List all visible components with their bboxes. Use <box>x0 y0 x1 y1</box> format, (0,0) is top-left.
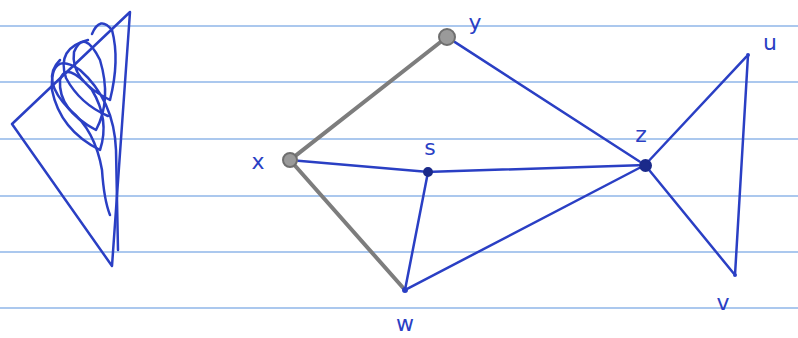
graph-edge <box>735 57 748 273</box>
graph-edge <box>408 168 640 289</box>
vertex-label: w <box>396 313 414 335</box>
graph-edge <box>649 170 734 273</box>
graph-edge <box>298 161 423 172</box>
scribbled-triangle <box>12 12 130 266</box>
graph-vertex <box>733 273 737 277</box>
vertex-label: x <box>251 151 264 173</box>
graph-vertex <box>639 159 652 172</box>
graph-edge <box>455 42 640 162</box>
vertex-label: v <box>716 292 729 314</box>
vertex-label: s <box>424 137 435 159</box>
vertex-label: z <box>635 124 647 146</box>
graph-edge <box>296 43 440 156</box>
graph-edge <box>295 166 403 288</box>
graph-vertex <box>282 152 298 168</box>
graph-edge <box>433 165 639 172</box>
graph-vertex <box>402 287 408 293</box>
vertex-label: y <box>468 12 481 34</box>
graph-edge <box>406 177 427 287</box>
graph-vertex <box>746 53 750 57</box>
graph-vertex <box>423 167 433 177</box>
graph-vertex <box>438 28 456 46</box>
graph-edge <box>649 56 746 160</box>
vertex-label: u <box>763 32 777 54</box>
